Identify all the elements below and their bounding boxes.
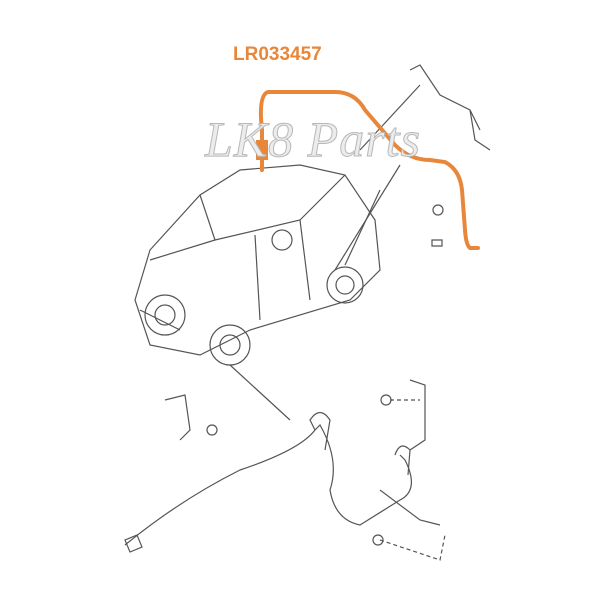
watermark: LK8 Parts (204, 111, 422, 168)
vehicle-outline (134, 164, 381, 366)
highlighted-wheel-speed-sensor-harness (256, 90, 480, 250)
part-number-label: LR033457 (233, 44, 322, 65)
lower-harness (124, 379, 446, 561)
